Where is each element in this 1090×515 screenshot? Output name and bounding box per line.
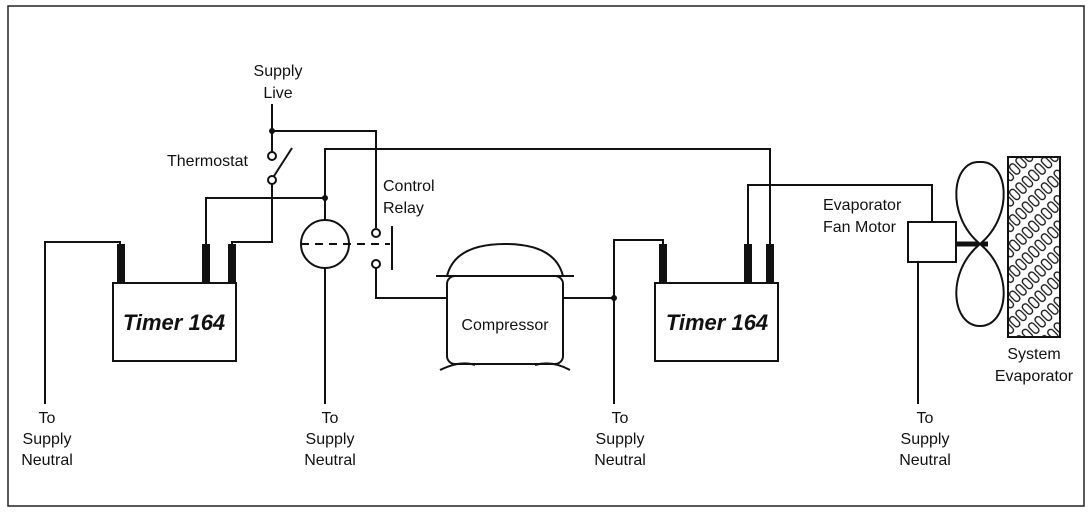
neutral-2-label-3: Neutral	[304, 452, 356, 469]
control-relay-label-1: Control	[383, 178, 435, 195]
timer-left-label: Timer 164	[123, 310, 225, 335]
system-evaporator-label-2: Evaporator	[995, 368, 1074, 385]
evap-fan-motor-label-2: Fan Motor	[823, 219, 897, 236]
neutral-3-label-3: Neutral	[594, 452, 646, 469]
control-relay	[300, 219, 446, 404]
neutral-4-label-3: Neutral	[899, 452, 951, 469]
neutral-3-label-2: Supply	[596, 431, 645, 448]
evap-fan-motor-label-1: Evaporator	[823, 197, 902, 214]
system-evaporator-label-1: System	[1007, 346, 1060, 363]
thermostat-label: Thermostat	[167, 153, 248, 170]
compressor	[436, 242, 614, 371]
neutral-1-label-2: Supply	[23, 431, 72, 448]
neutral-4-label-2: Supply	[901, 431, 950, 448]
timer-right	[654, 184, 933, 362]
supply-live-wiring	[269, 104, 377, 228]
control-relay-label-2: Relay	[383, 200, 424, 217]
neutral-1-label-3: Neutral	[21, 452, 73, 469]
neutral-2-label-1: To	[322, 410, 339, 427]
timer-left	[44, 241, 237, 404]
diagram-frame	[7, 5, 1085, 507]
neutral-3-label-1: To	[612, 410, 629, 427]
relay-feed-wire	[205, 197, 325, 248]
neutral-4-label-1: To	[917, 410, 934, 427]
timer-right-label: Timer 164	[666, 310, 768, 335]
evaporator-fan-motor	[907, 160, 1005, 404]
supply-live-label-2: Live	[263, 85, 292, 102]
neutral-1-label-1: To	[39, 410, 56, 427]
supply-live-label-1: Supply	[254, 63, 303, 80]
system-evaporator	[1007, 156, 1061, 338]
neutral-2-label-2: Supply	[306, 431, 355, 448]
compressor-label: Compressor	[461, 317, 549, 334]
